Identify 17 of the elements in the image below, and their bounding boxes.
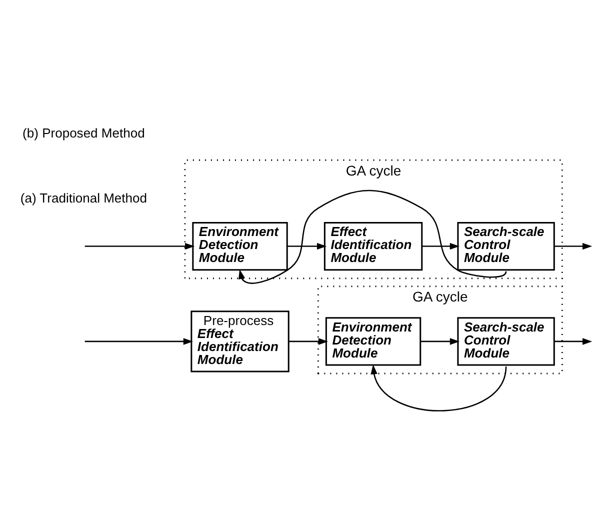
arrow: [422, 242, 460, 250]
arrow: [84, 242, 195, 250]
arrow: [287, 242, 327, 250]
node-box: Search-scale Control Module: [457, 221, 555, 270]
arrow: [554, 242, 592, 250]
arrow: [84, 338, 194, 344]
node-box: Environment Detection Module: [325, 316, 422, 366]
node-box: Effect Identification Module: [324, 221, 423, 270]
arrow: [420, 338, 460, 344]
arrow: [554, 338, 592, 344]
node-box: Search-scale Control Module: [457, 316, 555, 366]
label: (a) Traditional Method: [20, 190, 148, 206]
node-box: Environment Detection Module: [192, 221, 288, 270]
label: (b) Proposed Method: [22, 124, 145, 140]
arrow: [288, 338, 328, 344]
node-box: Pre-process Effect Identification Module: [190, 310, 290, 372]
arrow: [370, 364, 507, 411]
